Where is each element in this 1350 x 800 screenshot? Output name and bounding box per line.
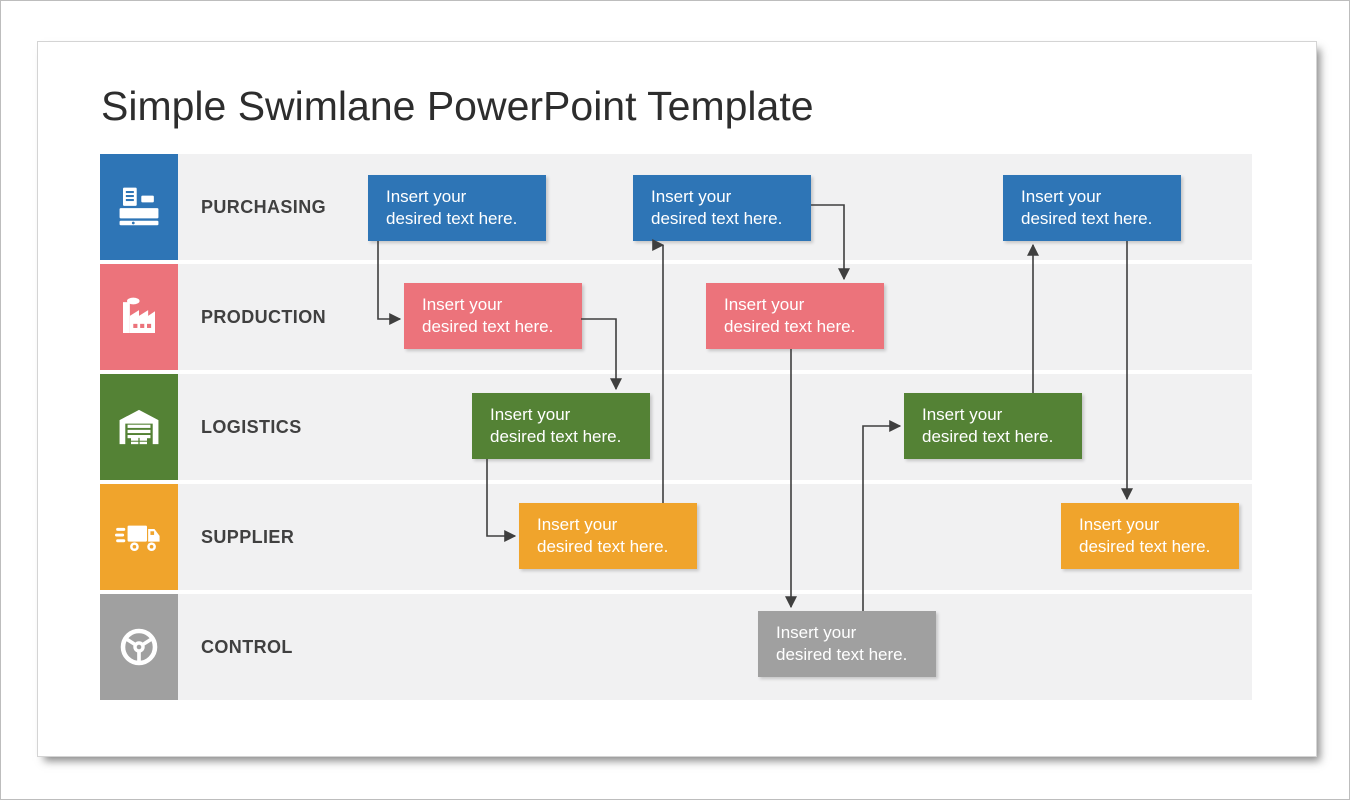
task-box-production-2: Insert your desired text here.: [706, 283, 884, 349]
box-text-line: desired text here.: [776, 645, 908, 664]
lane-production: PRODUCTION: [100, 264, 1252, 370]
cash-register-icon: [100, 154, 178, 260]
task-box-purchasing-2: Insert your desired text here.: [633, 175, 811, 241]
box-text-line: desired text here.: [386, 209, 518, 228]
box-text-line: Insert your: [490, 405, 571, 424]
task-box-production-1: Insert your desired text here.: [404, 283, 582, 349]
task-box-purchasing-3: Insert your desired text here.: [1003, 175, 1181, 241]
steering-wheel-icon: [100, 594, 178, 700]
box-text-line: Insert your: [724, 295, 805, 314]
box-text-line: Insert your: [1021, 187, 1102, 206]
page-title: Simple Swimlane PowerPoint Template: [101, 83, 814, 129]
box-text-line: Insert your: [922, 405, 1003, 424]
box-text-line: desired text here.: [724, 317, 856, 336]
lane-label-production: PRODUCTION: [201, 306, 326, 327]
box-text-line: Insert your: [776, 623, 857, 642]
lane-label-control: CONTROL: [201, 636, 293, 657]
box-text-line: Insert your: [386, 187, 467, 206]
lane-label-logistics: LOGISTICS: [201, 416, 302, 437]
task-box-logistics-1: Insert your desired text here.: [472, 393, 650, 459]
lane-control: CONTROL: [100, 594, 1252, 700]
box-text-line: desired text here.: [651, 209, 783, 228]
lane-label-purchasing: PURCHASING: [201, 196, 327, 217]
box-text-line: Insert your: [1079, 515, 1160, 534]
warehouse-icon: [100, 374, 178, 480]
box-text-line: desired text here.: [1021, 209, 1153, 228]
box-text-line: Insert your: [422, 295, 503, 314]
task-box-supplier-1: Insert your desired text here.: [519, 503, 697, 569]
task-box-control-1: Insert your desired text here.: [758, 611, 936, 677]
box-text-line: desired text here.: [1079, 537, 1211, 556]
box-text-line: desired text here.: [537, 537, 669, 556]
box-text-line: Insert your: [537, 515, 618, 534]
box-text-line: Insert your: [651, 187, 732, 206]
lane-label-supplier: SUPPLIER: [201, 526, 295, 547]
factory-icon: [100, 264, 178, 370]
box-text-line: desired text here.: [422, 317, 554, 336]
task-box-logistics-2: Insert your desired text here.: [904, 393, 1082, 459]
task-box-supplier-2: Insert your desired text here.: [1061, 503, 1239, 569]
box-text-line: desired text here.: [922, 427, 1054, 446]
task-box-purchasing-1: Insert your desired text here.: [368, 175, 546, 241]
box-text-line: desired text here.: [490, 427, 622, 446]
delivery-truck-icon: [100, 484, 178, 590]
